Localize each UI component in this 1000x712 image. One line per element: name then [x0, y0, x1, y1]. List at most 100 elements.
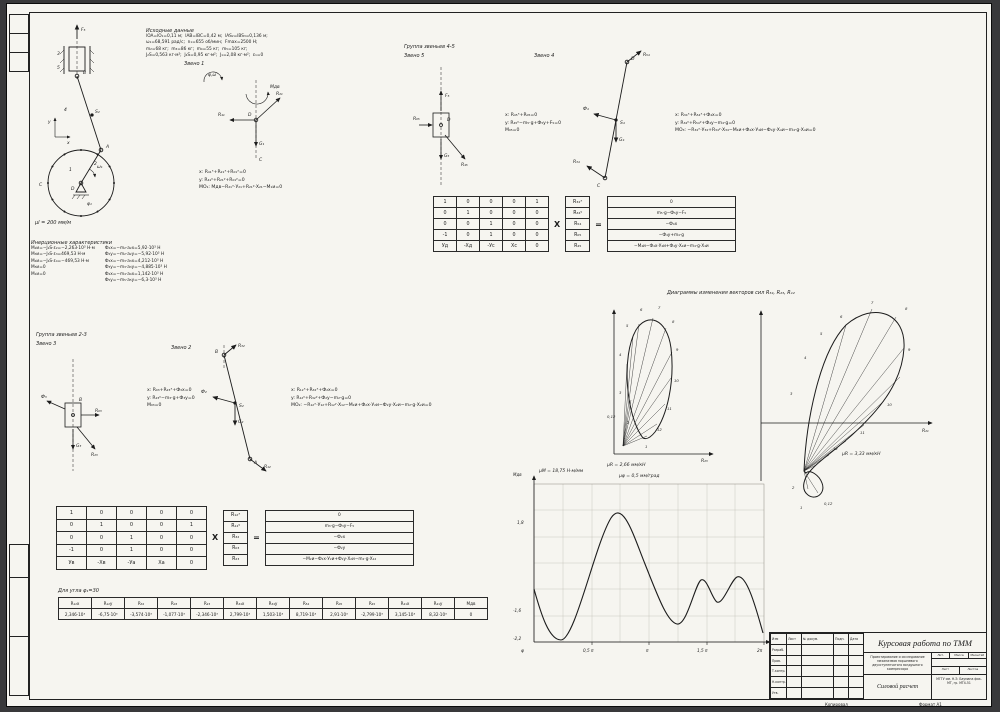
margin-stamp-divider — [10, 636, 28, 637]
table-cell: R₃₄х — [223, 597, 257, 609]
force-label-f3: Ф₃ — [41, 394, 47, 400]
driving-moment-label: Мдв — [270, 84, 280, 90]
table-cell — [786, 665, 802, 678]
text-line: y: R₃₄ʸ+R₅₄ʸ+Ф₄у−m₄·g=0 — [675, 120, 736, 126]
table-cell: 0 — [116, 506, 147, 520]
hodograph-right-curve — [803, 311, 905, 498]
force-label-r05: R₀₅ — [413, 116, 420, 122]
table-cell — [786, 676, 802, 689]
table-cell: 0 — [146, 506, 177, 520]
point-number: 12 — [657, 427, 662, 432]
table-cell: R₁₂х — [58, 597, 92, 609]
table-cell — [800, 654, 835, 667]
table-cell: 0 — [606, 196, 736, 208]
table-cell: 8,32·10³ — [421, 608, 455, 620]
hodograph-right-rays — [803, 308, 905, 494]
force-label-g4: G₄ — [619, 137, 624, 143]
table-cell: 0 — [86, 506, 117, 520]
point-label-c: C — [259, 157, 263, 163]
lit-label: Лит. — [932, 653, 951, 658]
text-line: МО₂: −R₁₂ˣ·У₁₂+R₁₂ʸ·Х₁₂−М₂и+Ф₂х·У₂и−Ф₂у·… — [291, 403, 432, 409]
mechanism-lines — [46, 24, 116, 218]
table-cell — [786, 654, 802, 667]
point-number: 10 — [887, 402, 892, 407]
text-line: МО₃: −R₃₄ˣ·У₃₄+R₃₄ʸ·Х₃₄−М₄и+Ф₄х·У₄и−Ф₄у·… — [675, 128, 816, 134]
link5-fbd-lines — [419, 67, 466, 187]
text-line: М₅и=0 — [31, 265, 46, 271]
y-tick: -2,2 — [513, 636, 522, 641]
table-cell: 0 — [502, 229, 526, 241]
force-label-g1: G₁ — [259, 141, 264, 147]
point-number: 4 — [619, 352, 622, 357]
table-cell: R₀₅ — [565, 229, 591, 241]
table-cell — [833, 665, 850, 678]
equals-sign: = — [253, 533, 260, 543]
table-cell: Мдв — [454, 597, 488, 609]
link1-fbd: φ,ω Мдв R₂₁ R₄₁ G₁ D C — [203, 71, 283, 163]
link2-fbd-lines — [212, 344, 267, 472]
table-cell: R₅₄ — [289, 597, 323, 609]
equals-sign: = — [595, 219, 602, 229]
table-cell: −Ф₄у+m₄·g — [606, 229, 736, 241]
title-block-middle: Проектирование и исследование механизмов… — [864, 653, 986, 675]
table-cell: 0 — [433, 218, 457, 230]
force-label-r34: R₃₄ — [573, 159, 580, 165]
table-cell: 1 — [525, 196, 549, 208]
table-cell — [848, 676, 864, 689]
point-number: 5 — [820, 331, 823, 336]
point-label-d: D — [248, 112, 252, 118]
phi-omega-label: φ,ω — [208, 73, 216, 78]
point-label-d: D — [71, 186, 75, 192]
table-cell: −М₂и−Ф₂х·У₂и+Ф₂у·Х₂и−m₂·g·Х₁₂ — [264, 553, 414, 566]
organization: МГТУ им. Н.Э. Баумана фак. МТ, гр. МТ4-5… — [936, 677, 982, 686]
text-line: Ф₃х=−m₃·a₃х=4,212·10³ Н — [104, 258, 164, 264]
link2-label: Звено 2 — [171, 345, 192, 351]
table-cell: -6,75·10³ — [91, 608, 125, 620]
text-line: y: R₁₂ʸ+R₃₂ʸ+Ф₂у−m₂·g=0 — [291, 395, 352, 401]
point-label-a: A — [105, 144, 109, 150]
table-cell: m₅·g−Ф₅у−F₅ — [606, 207, 736, 219]
axis-label: R₂₃ — [701, 458, 708, 464]
table-cell: 0 — [525, 240, 549, 252]
table-cell: 1 — [86, 518, 117, 532]
link3-fbd-lines — [46, 359, 100, 471]
table-cell: −М₄и−Ф₄х·У₄и+Ф₄у·Х₄и−m₄·g·Х₄и — [606, 240, 736, 252]
axis-y-label: y — [47, 120, 51, 125]
scale-label: Масштаб — [970, 653, 985, 657]
table-cell: Т.контр. — [769, 665, 788, 678]
table-cell — [848, 643, 864, 656]
margin-stamp-divider — [10, 577, 28, 578]
force-label: F₅ — [81, 27, 86, 33]
link3-label: Звено 3 — [36, 341, 57, 347]
table-cell — [786, 687, 802, 699]
table-cell: Утв. — [769, 687, 788, 699]
title-block-right: Курсовая работа по ТММ Проектирование и … — [864, 633, 986, 699]
link5-fbd: R₀₅ F₅ G₅ R₄₅ D — [413, 67, 468, 187]
text-line: Ф₅у=−m₅·a₅у=−6,3·10³ Н — [104, 278, 162, 284]
phi-label: φ₁ — [87, 202, 92, 207]
point-number: 3 — [619, 390, 622, 395]
point-number: 0,12 — [607, 414, 616, 419]
margin-stamp-divider — [10, 52, 28, 53]
table-cell: Хс — [502, 240, 526, 252]
point-number: 4 — [804, 355, 807, 360]
table-cell — [833, 643, 850, 656]
table-cell: 2,91·10³ — [322, 608, 356, 620]
table-cell: R₁₂ˣ — [223, 509, 249, 522]
table-cell — [800, 643, 835, 656]
force-label-r54: R₅₄ — [643, 52, 650, 58]
chart-grid — [534, 484, 764, 642]
table-cell: R₃₄у — [256, 597, 290, 609]
text-line: М₀₃=0 — [147, 403, 162, 409]
text-line: lOA=lO₁=0,11 м; lAB=lBC=0,42 м; lAS₂=lBS… — [146, 34, 268, 39]
point-number: 1 — [645, 444, 647, 449]
